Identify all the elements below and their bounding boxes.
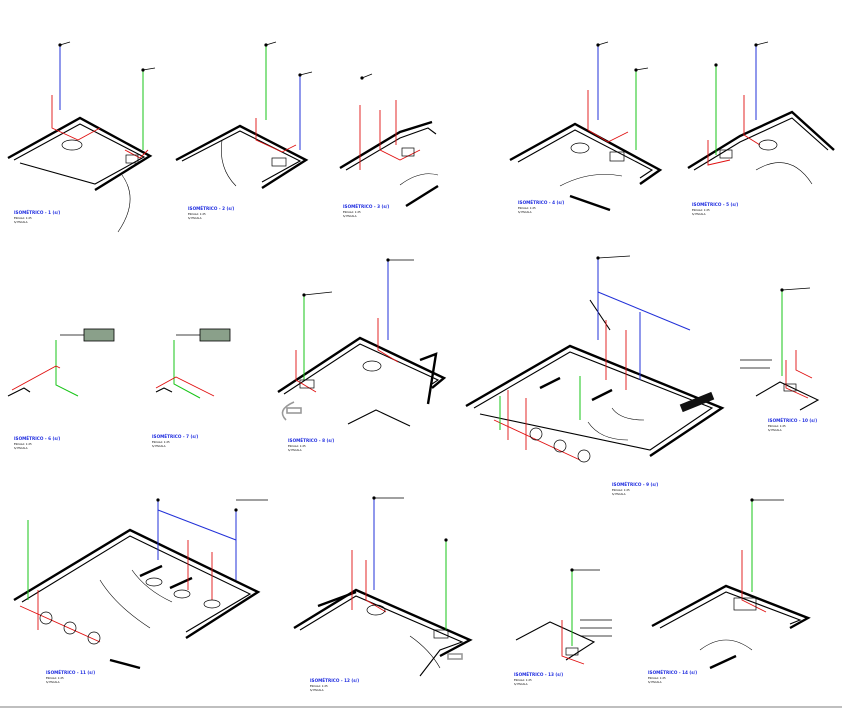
isometric-view-4: ISOMÉTRICO - 4 (s/) ESCALA: 1:25 S/ ESCA… bbox=[509, 41, 663, 214]
view-6-scale: ESCALA: 1:25 bbox=[14, 442, 32, 446]
view-10-title: ISOMÉTRICO - 10 (s/) bbox=[768, 418, 817, 423]
isometric-view-14: ISOMÉTRICO - 14 (s/) ESCALA: 1:25 S/ ESC… bbox=[648, 498, 811, 684]
view-3-scale: ESCALA: 1:25 bbox=[343, 210, 361, 214]
isometric-view-13: ISOMÉTRICO - 13 (s/) ESCALA: 1:25 S/ ESC… bbox=[514, 568, 612, 686]
view-12-note: S/ ESCALA bbox=[310, 688, 324, 692]
view-2-note: S/ ESCALA bbox=[188, 216, 202, 220]
view-6-title: ISOMÉTRICO - 6 (s/) bbox=[14, 436, 60, 441]
view-9-scale: ESCALA: 1:25 bbox=[612, 488, 630, 492]
view-5-note: S/ ESCALA bbox=[692, 212, 706, 216]
view-7-note: S/ ESCALA bbox=[152, 444, 166, 448]
isometric-view-8: ISOMÉTRICO - 8 (s/) ESCALA: 1:25 S/ ESCA… bbox=[277, 258, 447, 452]
isometric-view-9: ISOMÉTRICO - 9 (s/) ESCALA: 1:25 S/ ESCA… bbox=[465, 255, 725, 496]
view-1-title: ISOMÉTRICO - 1 (s/) bbox=[14, 210, 60, 215]
view-4-title: ISOMÉTRICO - 4 (s/) bbox=[518, 200, 564, 205]
isometric-view-3: ISOMÉTRICO - 3 (s/) ESCALA: 1:25 S/ ESCA… bbox=[339, 73, 439, 218]
view-13-scale: ESCALA: 1:25 bbox=[514, 678, 532, 682]
view-5-scale: ESCALA: 1:25 bbox=[692, 208, 710, 212]
isometric-view-7: ISOMÉTRICO - 7 (s/) ESCALA: 1:25 S/ ESCA… bbox=[152, 328, 231, 448]
view-4-note: S/ ESCALA bbox=[518, 210, 532, 214]
view-2-scale: ESCALA: 1:25 bbox=[188, 212, 206, 216]
view-12-title: ISOMÉTRICO - 12 (s/) bbox=[310, 678, 359, 683]
view-4-scale: ESCALA: 1:25 bbox=[518, 206, 536, 210]
isometric-view-2: ISOMÉTRICO - 2 (s/) ESCALA: 1:25 S/ ESCA… bbox=[175, 41, 313, 220]
view-1-scale: ESCALA: 1:25 bbox=[14, 216, 32, 220]
isometric-view-11: ISOMÉTRICO - 11 (s/) ESCALA: 1:25 S/ ESC… bbox=[13, 498, 268, 684]
view-2-title: ISOMÉTRICO - 2 (s/) bbox=[188, 206, 234, 211]
view-7-scale: ESCALA: 1:25 bbox=[152, 440, 170, 444]
isometric-view-6: ISOMÉTRICO - 6 (s/) ESCALA: 1:25 S/ ESCA… bbox=[7, 328, 115, 450]
view-14-scale: ESCALA: 1:25 bbox=[648, 676, 666, 680]
view-8-scale: ESCALA: 1:25 bbox=[288, 444, 306, 448]
view-14-note: S/ ESCALA bbox=[648, 680, 662, 684]
view-11-title: ISOMÉTRICO - 11 (s/) bbox=[46, 670, 95, 675]
view-9-note: S/ ESCALA bbox=[612, 492, 626, 496]
view-5-title: ISOMÉTRICO - 5 (s/) bbox=[692, 202, 738, 207]
view-3-title: ISOMÉTRICO - 3 (s/) bbox=[343, 204, 389, 209]
view-6-note: S/ ESCALA bbox=[14, 446, 28, 450]
view-1-note: S/ ESCALA bbox=[14, 220, 28, 224]
water-meter-7 bbox=[199, 328, 231, 342]
view-7-title: ISOMÉTRICO - 7 (s/) bbox=[152, 434, 198, 439]
water-meter-6 bbox=[83, 328, 115, 342]
isometric-view-1: ISOMÉTRICO - 1 (s/) ESCALA: 1:25 S/ ESCA… bbox=[7, 41, 156, 233]
view-13-title: ISOMÉTRICO - 13 (s/) bbox=[514, 672, 563, 677]
view-10-scale: ESCALA: 1:25 bbox=[768, 424, 786, 428]
view-14-title: ISOMÉTRICO - 14 (s/) bbox=[648, 670, 697, 675]
view-8-title: ISOMÉTRICO - 8 (s/) bbox=[288, 438, 334, 443]
view-12-scale: ESCALA: 1:25 bbox=[310, 684, 328, 688]
isometric-view-5: ISOMÉTRICO - 5 (s/) ESCALA: 1:25 S/ ESCA… bbox=[687, 41, 835, 216]
view-3-note: S/ ESCALA bbox=[343, 214, 357, 218]
isometric-view-12: ISOMÉTRICO - 12 (s/) ESCALA: 1:25 S/ ESC… bbox=[293, 496, 473, 692]
view-9-title: ISOMÉTRICO - 9 (s/) bbox=[612, 482, 658, 487]
view-11-note: S/ ESCALA bbox=[46, 680, 60, 684]
view-13-note: S/ ESCALA bbox=[514, 682, 528, 686]
isometric-view-10: ISOMÉTRICO - 10 (s/) ESCALA: 1:25 S/ ESC… bbox=[740, 287, 820, 432]
view-11-scale: ESCALA: 1:25 bbox=[46, 676, 64, 680]
view-10-note: S/ ESCALA bbox=[768, 428, 782, 432]
view-8-note: S/ ESCALA bbox=[288, 448, 302, 452]
